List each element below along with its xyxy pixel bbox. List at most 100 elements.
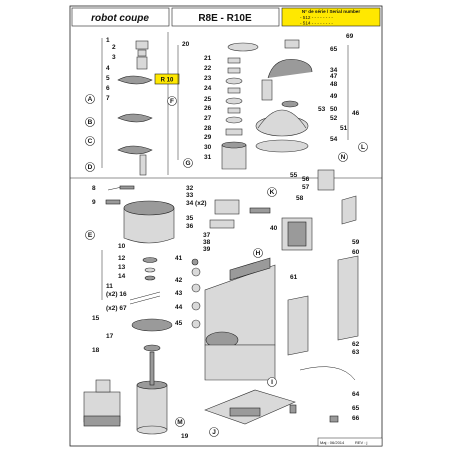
ref-57: 57 <box>302 184 310 191</box>
ref-39: 39 <box>203 246 211 253</box>
lid-arm-assembly: 69 65 34 47 48 49 50 52 51 46 53 54 L <box>255 33 368 153</box>
ref-46: 46 <box>352 110 360 117</box>
ref-51: 51 <box>340 125 348 132</box>
ref-63: 63 <box>352 349 360 356</box>
group-label-l: L <box>361 144 365 151</box>
group-label-c: C <box>88 138 93 145</box>
serial-box <box>281 7 381 27</box>
ref-11: 11 <box>106 283 113 290</box>
ref-65-b: 65 <box>352 405 360 412</box>
ref-50: 50 <box>330 106 338 113</box>
ref-62: 62 <box>352 341 360 348</box>
ref-65: 65 <box>330 46 338 53</box>
ref-17: 17 <box>106 333 114 340</box>
group-label-k: K <box>270 189 275 196</box>
machine-thumbnail <box>83 379 121 427</box>
bowl-large <box>123 207 175 244</box>
ref-55: 55 <box>290 172 298 179</box>
ref-26: 26 <box>204 105 212 112</box>
ref-56: 56 <box>302 176 310 183</box>
ref-20: 20 <box>182 41 190 48</box>
ref-30: 30 <box>204 144 212 151</box>
ref-33: 33 <box>186 192 194 199</box>
ref-19: 19 <box>181 433 189 440</box>
title-block: robot coupe R8E - R10E N° de série / Ser… <box>71 7 381 27</box>
ref-54: 54 <box>330 136 338 143</box>
ref-61: 61 <box>290 274 298 281</box>
r10-badge <box>154 73 180 85</box>
ref-42: 42 <box>175 277 183 284</box>
group-label-e: E <box>88 232 93 239</box>
group-label-a: A <box>88 96 93 103</box>
ref-7: 7 <box>106 95 110 102</box>
group-label-m: M <box>177 419 182 426</box>
ref-2: 2 <box>112 44 116 51</box>
ref-69: 69 <box>346 33 354 40</box>
blade-a <box>117 75 153 85</box>
ref-52: 52 <box>330 115 338 122</box>
lid-disc <box>227 42 259 52</box>
ref-35: 35 <box>186 215 194 222</box>
drive-plate <box>131 318 173 332</box>
ref-34-a: 34 <box>330 67 338 74</box>
serial-512: - 512 - - - - - - - - <box>300 15 333 20</box>
ref-64: 64 <box>352 391 360 398</box>
ref-14: 14 <box>118 273 126 280</box>
ref-23: 23 <box>204 75 212 82</box>
serial-title: N° de série / Serial number <box>302 9 360 14</box>
bowl-assembly: E 8 9 10 12 13 14 11 (x2) 16 (x2) 67 15 … <box>85 185 189 440</box>
ref-44: 44 <box>175 304 183 311</box>
serial-514: - 514 - - - - - - - - <box>300 21 333 26</box>
ref-41: 41 <box>175 255 183 262</box>
ref-12: 12 <box>118 255 126 262</box>
ref-28: 28 <box>204 125 212 132</box>
ref-18: 18 <box>92 347 100 354</box>
ref-15: 15 <box>92 315 100 322</box>
footer-rev: REV : j <box>355 440 368 445</box>
group-label-g: G <box>185 160 190 167</box>
ref-45: 45 <box>175 320 183 327</box>
ref-36: 36 <box>186 223 194 230</box>
ref-32: 32 <box>186 185 194 192</box>
model-title: R8E - R10E <box>198 13 252 24</box>
group-label-n: N <box>341 154 346 161</box>
ref-25: 25 <box>204 96 212 103</box>
ref-60: 60 <box>352 249 360 256</box>
ref-29: 29 <box>204 134 212 141</box>
ref-37: 37 <box>203 232 211 239</box>
right-side-parts: N K 55 56 57 58 59 60 61 62 63 64 65 66 <box>267 152 360 423</box>
bowl-small <box>221 144 247 170</box>
motor-unit <box>136 384 168 431</box>
ref-67-x2: (x2) 67 <box>106 305 127 312</box>
group-label-i: I <box>271 379 273 386</box>
sheet-frame <box>69 5 383 447</box>
ref-22: 22 <box>204 65 212 72</box>
ref-66: 66 <box>352 415 360 422</box>
ref-6: 6 <box>106 85 110 92</box>
ref-4: 4 <box>106 65 110 72</box>
ref-21: 21 <box>204 55 212 62</box>
ref-3: 3 <box>112 54 116 61</box>
ref-9: 9 <box>92 199 96 206</box>
ref-43: 43 <box>175 290 183 297</box>
ref-13: 13 <box>118 264 126 271</box>
blade-assembly: R 10 A B C D 1 2 3 4 5 6 7 <box>85 37 180 176</box>
ref-53: 53 <box>318 106 326 113</box>
footer-date: Maj : 06/2014 <box>320 440 345 445</box>
group-label-j: J <box>212 429 216 436</box>
ref-38: 38 <box>203 239 211 246</box>
ref-1: 1 <box>106 37 110 44</box>
lid-parts: G F 20 21 22 23 24 25 26 27 28 29 30 31 <box>167 41 259 170</box>
group-label-b: B <box>88 119 93 126</box>
base-plate: J <box>204 389 296 437</box>
ref-16-x2: (x2) 16 <box>106 291 127 298</box>
ref-34-b: 34 (x2) <box>186 200 207 207</box>
switch-housing <box>214 199 240 215</box>
r10-badge-text: R 10 <box>161 78 174 84</box>
blade-c <box>117 145 153 155</box>
brand-logo: robot coupe <box>91 13 149 24</box>
ref-31: 31 <box>204 154 212 161</box>
base-housing: H I <box>204 248 277 387</box>
ref-8: 8 <box>92 185 96 192</box>
